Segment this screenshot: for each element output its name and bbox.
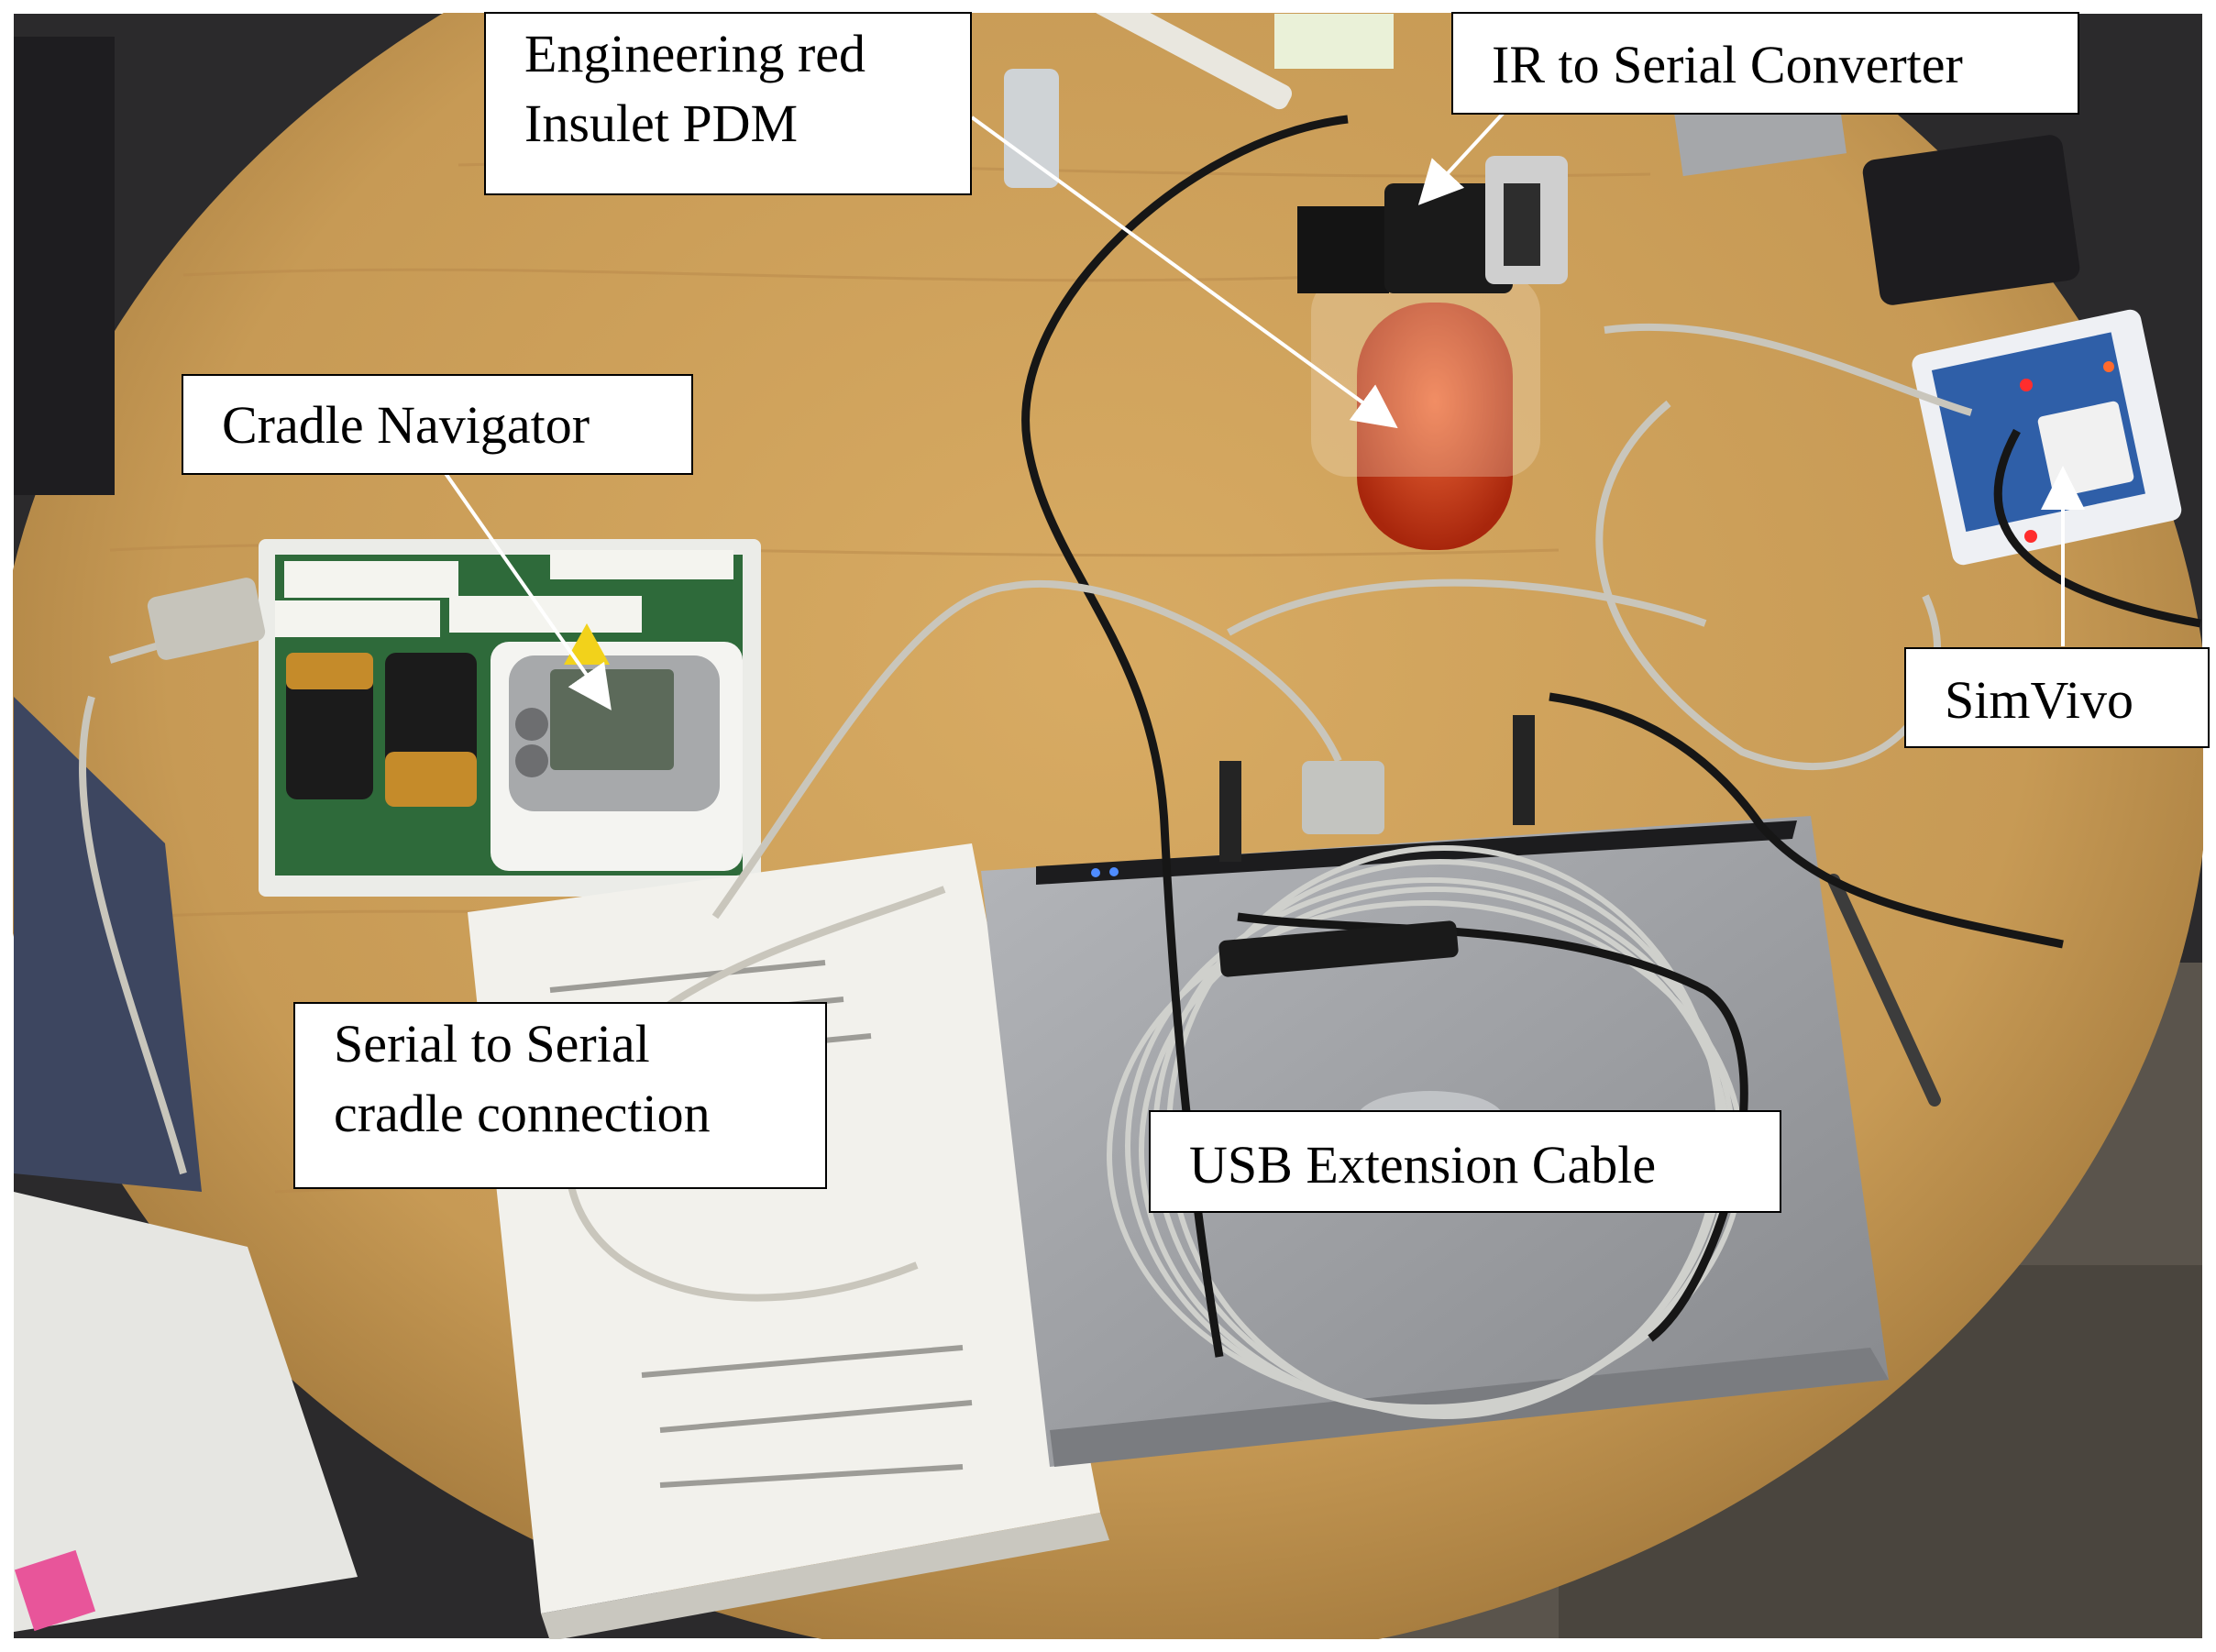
label-serial-connection: Serial to Serial cradle connection — [293, 1002, 827, 1189]
paper-stack-left — [14, 1192, 358, 1632]
green-box — [1274, 14, 1394, 69]
label-ir-converter: IR to Serial Converter — [1451, 12, 2079, 115]
label-usb-cable-text: USB Extension Cable — [1189, 1135, 1657, 1195]
label-ir-converter-text: IR to Serial Converter — [1492, 35, 1963, 94]
label-pdm: Engineering red Insulet PDM — [484, 12, 972, 195]
label-pdm-line1: Engineering red — [524, 24, 866, 83]
black-case — [1862, 135, 2080, 305]
vial — [1004, 69, 1059, 188]
paper-stack-center-shadow — [541, 1513, 1109, 1641]
stylus-pen — [1827, 874, 1941, 1107]
label-cradle-navigator: Cradle Navigator — [182, 374, 693, 475]
chair-edge — [14, 37, 115, 495]
label-simvivo-text: SimVivo — [1945, 670, 2134, 730]
serial-plug-left — [147, 578, 266, 660]
pink-note — [14, 1549, 96, 1632]
syringe — [1091, 0, 1293, 110]
label-serial-connection-line2: cradle connection — [334, 1084, 711, 1143]
label-usb-cable: USB Extension Cable — [1149, 1110, 1781, 1213]
label-cradle-navigator-text: Cradle Navigator — [222, 395, 590, 455]
label-serial-connection-line1: Serial to Serial — [334, 1014, 650, 1074]
label-pdm-line2: Insulet PDM — [524, 94, 799, 153]
cradle-navigator-board — [259, 539, 761, 897]
label-simvivo: SimVivo — [1904, 647, 2210, 748]
grey-cables — [79, 323, 1973, 1302]
cable-connectors — [1218, 715, 1535, 977]
